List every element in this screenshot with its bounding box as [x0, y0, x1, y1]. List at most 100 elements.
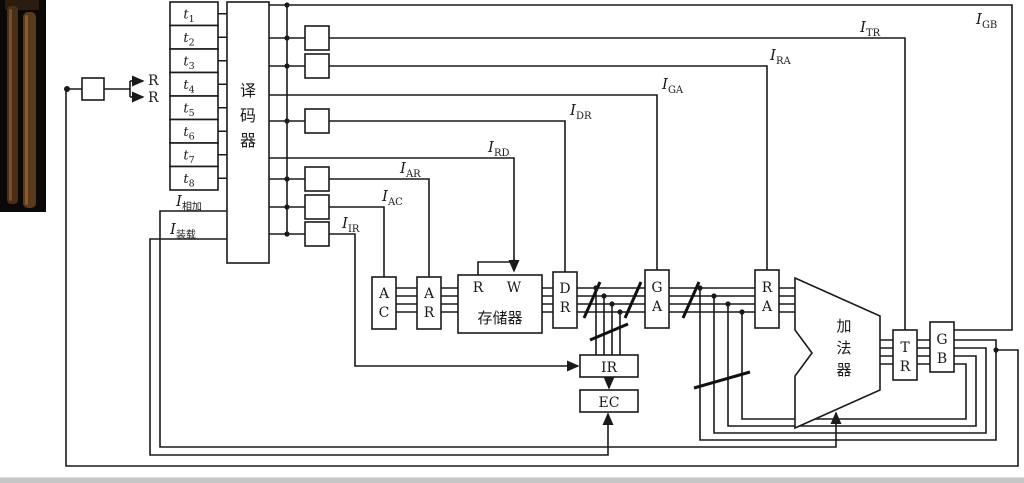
decoder-box — [226, 1, 270, 264]
wire-i-tr — [329, 37, 906, 330]
register-dr — [552, 271, 578, 329]
timing-label-t1: t1 — [183, 8, 194, 26]
junction-dot — [725, 301, 731, 307]
wire-i-ar — [329, 178, 430, 277]
photo-strip-highlight — [25, 15, 28, 205]
register-ar — [416, 276, 442, 330]
wire-timing-connectors — [218, 12, 227, 180]
junction-dot — [284, 63, 290, 69]
junction-dot — [284, 231, 290, 237]
junction-dot — [284, 2, 290, 8]
signal-label-idr: IDR — [569, 101, 592, 122]
memory-box — [457, 274, 543, 334]
bus-slash — [681, 281, 701, 319]
junction-dot — [284, 204, 290, 210]
junction-dot — [64, 86, 70, 92]
photo-detail — [5, 0, 39, 10]
timing-label-t4: t4 — [183, 78, 194, 96]
junction-dot — [697, 285, 703, 291]
wire-feedback — [65, 89, 1019, 467]
timing-label-t8: t8 — [183, 172, 194, 190]
register-ga — [644, 269, 670, 329]
gate-box — [304, 53, 330, 79]
junction-dot — [284, 118, 290, 124]
rr-label-2: R — [148, 90, 159, 106]
gate-box — [304, 221, 330, 247]
junction-dots — [64, 2, 999, 353]
junction-dot — [284, 176, 290, 182]
gate-box — [304, 166, 330, 192]
timing-box-t8 — [169, 165, 219, 191]
register-ir-label: IR — [601, 360, 618, 376]
wire-i-gb — [269, 4, 1013, 331]
junction-dot — [617, 309, 623, 315]
adder-label: 加法器 — [836, 317, 851, 379]
signal-label-iga: IGA — [661, 75, 684, 96]
wire-ir-inputs — [595, 288, 621, 355]
wire-gate — [68, 81, 131, 97]
register-ac — [371, 276, 397, 330]
signal-label-load: I装载 — [169, 220, 196, 241]
signal-label-iir: IIR — [341, 214, 360, 235]
wire-i-add — [159, 210, 842, 448]
photo-fragment — [0, 0, 46, 212]
junction-dot — [284, 35, 290, 41]
wire-i-rd-branch — [477, 261, 514, 275]
signal-label-itr: ITR — [859, 18, 881, 39]
signal-label-iac: IAC — [381, 187, 403, 208]
timing-label-t6: t6 — [183, 125, 194, 143]
wire-i-ac — [329, 206, 385, 277]
wire-main-bus — [372, 287, 795, 313]
junction-dot — [609, 301, 615, 307]
signal-label-ird: IRD — [487, 138, 509, 159]
register-ir — [579, 354, 639, 378]
wire-i-ga — [269, 94, 658, 270]
wire-i-dr — [329, 120, 566, 272]
input-gate-box — [81, 77, 105, 101]
timing-label-t2: t2 — [183, 31, 194, 49]
signal-label-add: I相加 — [175, 192, 202, 213]
junction-dot — [511, 259, 517, 265]
memory-port-read-label: R — [473, 280, 484, 296]
gate-box — [304, 108, 330, 134]
register-ra — [754, 269, 780, 329]
wire-i-ra — [329, 65, 768, 270]
register-tr — [892, 329, 918, 381]
blocks — [81, 1, 955, 430]
wire-loop-0 — [699, 288, 997, 441]
signal-label-igb: IGB — [975, 10, 997, 31]
timing-label-t7: t7 — [183, 149, 194, 167]
photo-strip — [23, 12, 36, 208]
register-gb — [929, 321, 955, 373]
adder-shape — [794, 276, 881, 430]
gate-box — [304, 25, 330, 51]
wire-i-rd — [269, 157, 520, 273]
wire-i-load — [149, 238, 614, 456]
counter-ec-label: EC — [599, 395, 620, 411]
timing-label-t3: t3 — [183, 55, 194, 73]
screenshot-edge — [0, 477, 1024, 483]
junction-dot — [739, 309, 745, 315]
memory-label: 存储器 — [477, 309, 522, 327]
junction-dot — [993, 347, 999, 353]
memory-port-write-label: W — [507, 280, 522, 296]
bus-slash — [589, 322, 629, 342]
junction-dot — [593, 285, 599, 291]
photo-strip — [7, 6, 18, 204]
decoder-label: 译码器 — [240, 81, 256, 150]
photo-strip-highlight — [9, 9, 12, 201]
timing-label-t5: t5 — [183, 102, 194, 120]
labels: R R t1 t2 t3 t4 t5 t6 t7 t8 I相加 I装载 IGB … — [148, 8, 997, 412]
wire-i-ir — [329, 233, 580, 372]
signal-label-ira: IRA — [769, 46, 791, 67]
rr-label-1: R — [148, 73, 159, 89]
